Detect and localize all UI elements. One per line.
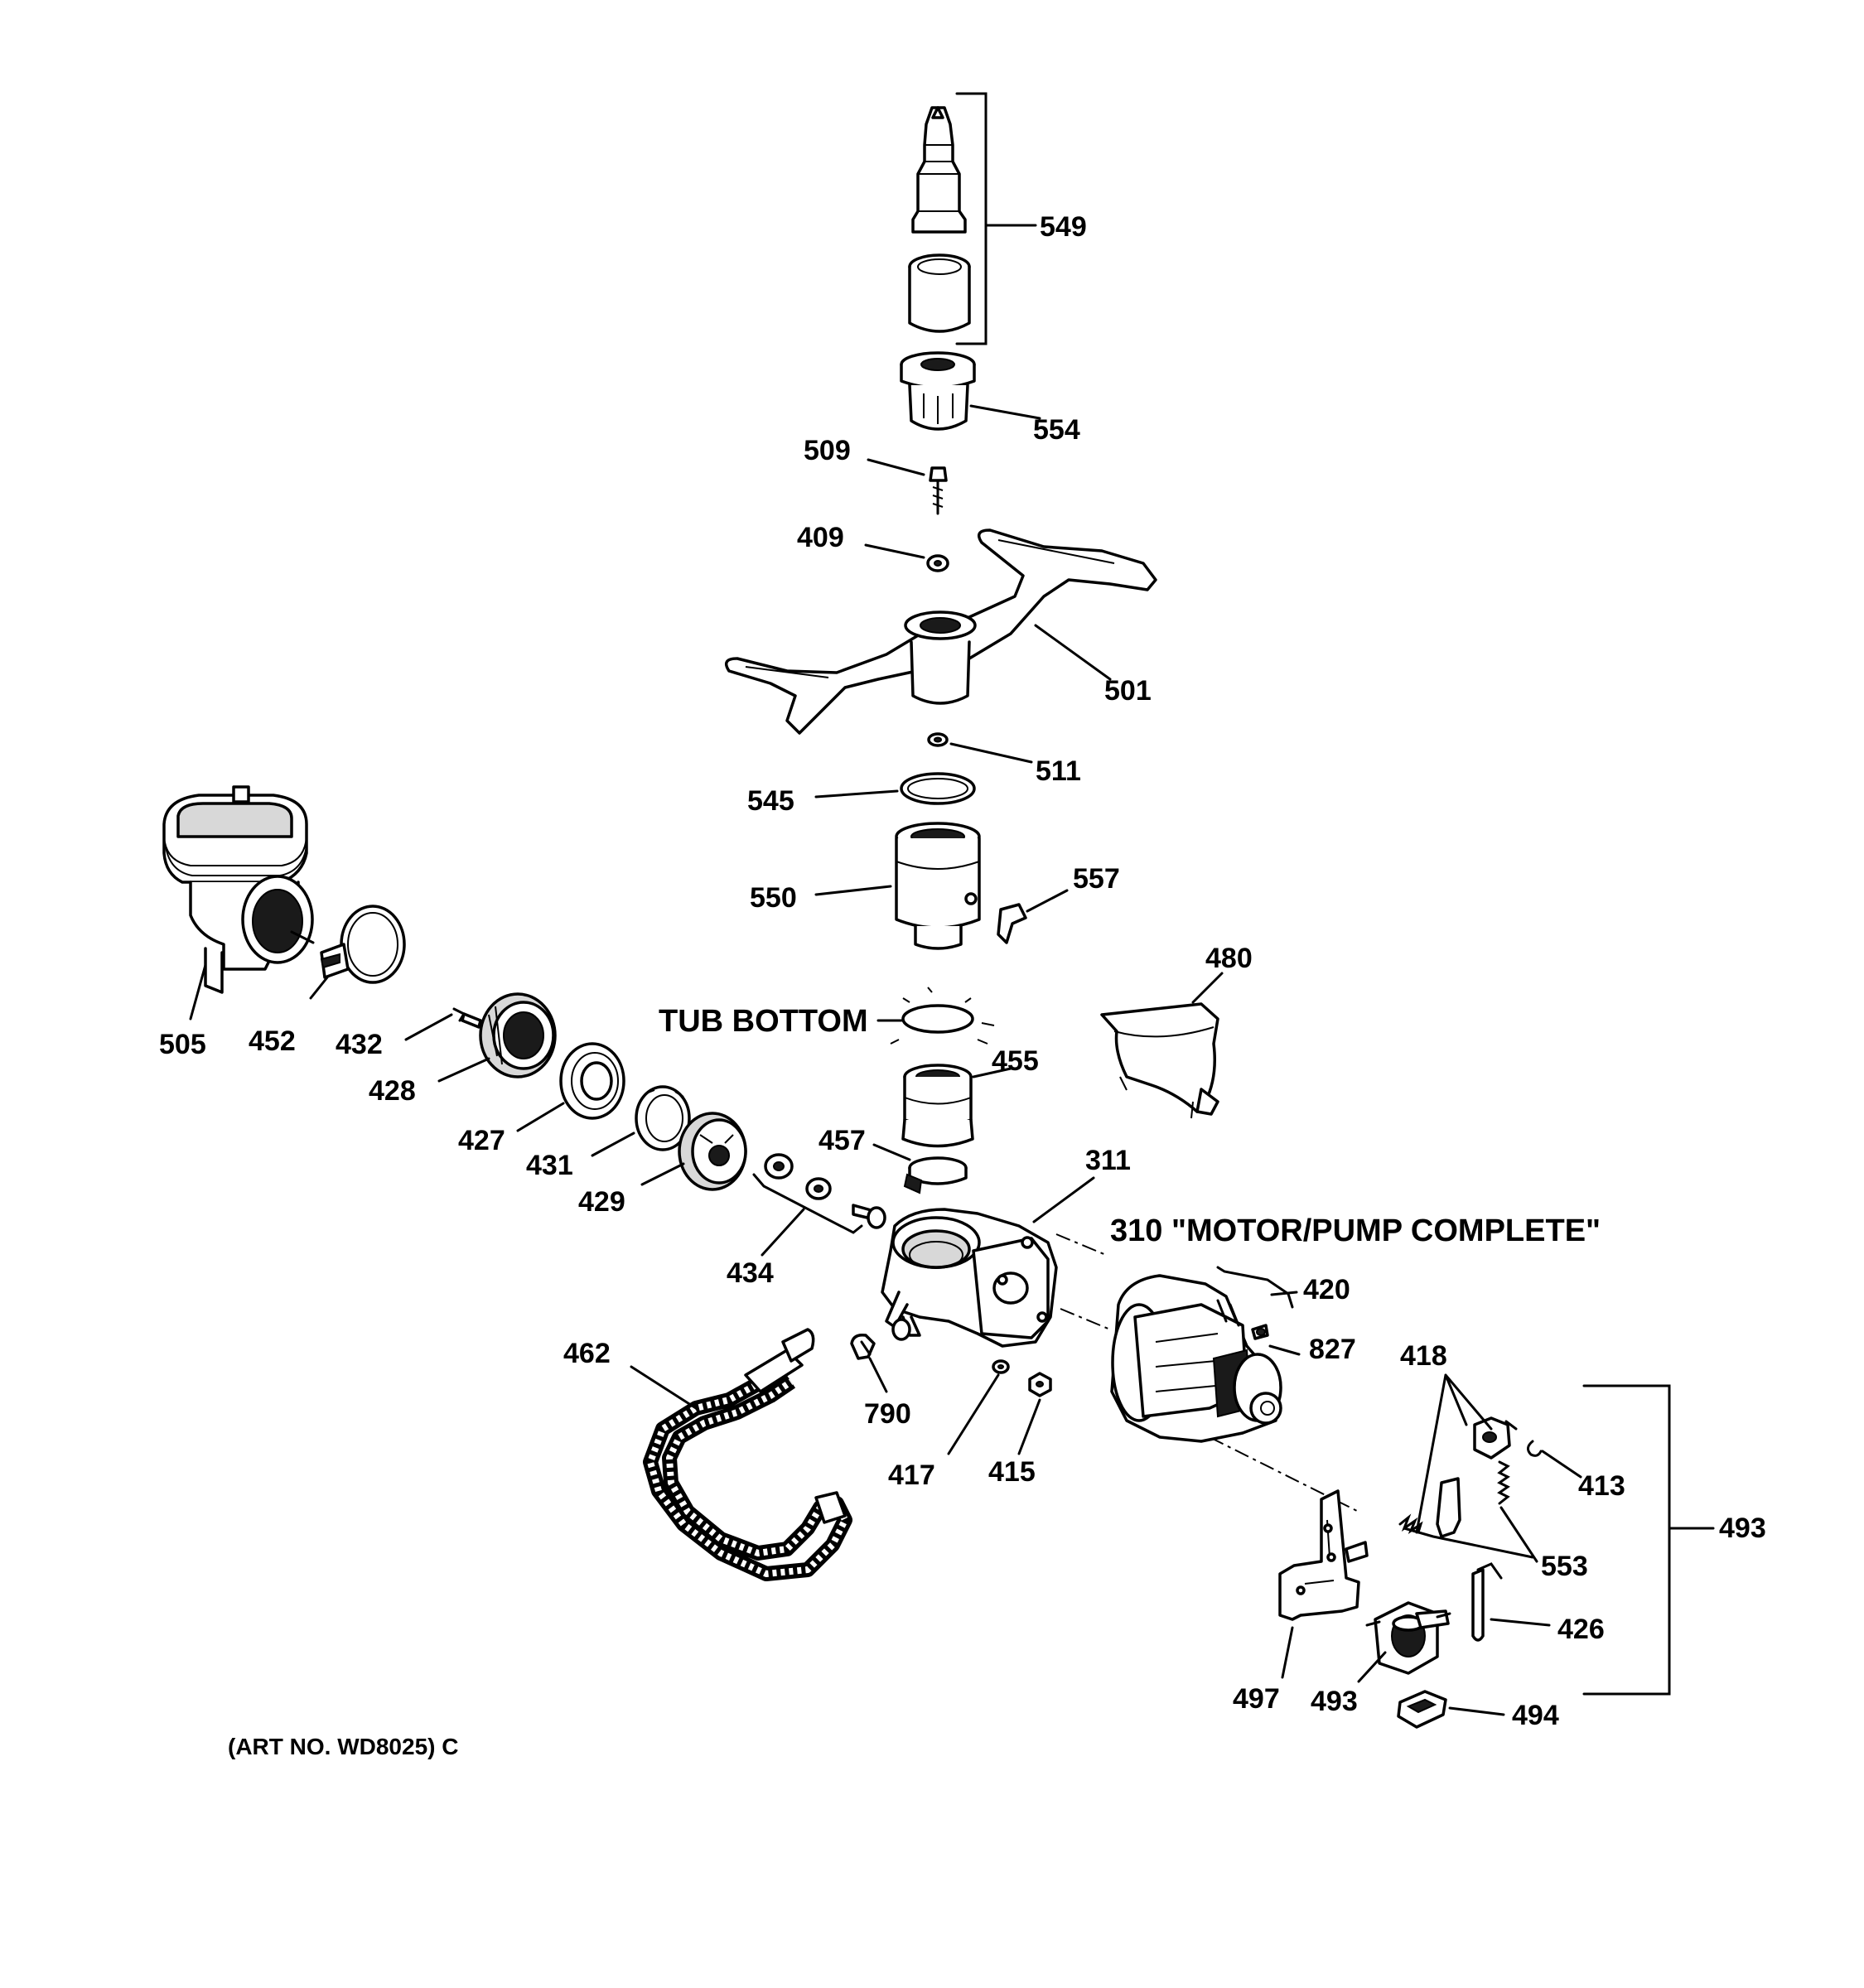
part-509-screw	[929, 466, 948, 515]
label-497: 497	[1233, 1683, 1280, 1715]
label-420: 420	[1303, 1274, 1350, 1305]
part-480-shroud	[1100, 1002, 1219, 1119]
part-432-screw	[452, 1007, 482, 1029]
part-494-cover	[1397, 1690, 1447, 1729]
label-457: 457	[819, 1125, 866, 1156]
label-428: 428	[369, 1075, 416, 1107]
part-409-nut	[926, 554, 949, 572]
part-428-impeller	[479, 992, 557, 1078]
label-827: 827	[1309, 1334, 1356, 1365]
label-493-right: 493	[1719, 1513, 1766, 1544]
label-493: 493	[1311, 1686, 1358, 1717]
label-480: 480	[1205, 943, 1253, 974]
bracket-549	[955, 92, 988, 345]
label-455: 455	[992, 1045, 1039, 1077]
part-429-cover	[678, 1112, 747, 1191]
part-452-clamp	[320, 905, 406, 984]
part-418-group	[1436, 1416, 1518, 1538]
part-462-hose	[643, 1328, 852, 1581]
label-509: 509	[804, 435, 851, 466]
bracket-493	[1582, 1384, 1671, 1696]
tub-bottom-ring	[890, 987, 995, 1045]
part-554-hub	[900, 351, 976, 431]
part-511-washer	[927, 732, 949, 747]
part-457-clamp	[903, 1156, 968, 1194]
label-553: 553	[1541, 1551, 1588, 1582]
part-427-disc	[559, 1042, 625, 1120]
label-494: 494	[1512, 1700, 1559, 1731]
part-413-clip	[1527, 1440, 1543, 1457]
label-501: 501	[1104, 675, 1152, 707]
part-434-bushings	[764, 1153, 886, 1229]
label-417: 417	[888, 1460, 935, 1491]
label-511: 511	[1036, 755, 1081, 787]
part-455-bellows	[901, 1064, 974, 1148]
axis-line-upper	[1055, 1233, 1107, 1256]
part-553-springs	[1398, 1460, 1510, 1534]
label-426: 426	[1557, 1614, 1605, 1645]
label-429: 429	[578, 1186, 625, 1218]
part-557-clip	[997, 903, 1027, 944]
label-431: 431	[526, 1150, 573, 1181]
label-432: 432	[336, 1029, 383, 1060]
part-426-pin	[1471, 1562, 1503, 1642]
label-549: 549	[1040, 211, 1087, 243]
part-417-washer	[992, 1359, 1010, 1374]
label-418: 418	[1400, 1340, 1447, 1372]
part-550-housing	[895, 822, 981, 950]
part-497-bracket	[1278, 1489, 1369, 1621]
label-409: 409	[797, 522, 844, 553]
label-tub-bottom: TUB BOTTOM	[659, 1004, 868, 1039]
label-311: 311	[1085, 1145, 1131, 1176]
part-545-ring	[900, 772, 976, 805]
label-452: 452	[249, 1025, 296, 1057]
part-790-clip	[850, 1333, 876, 1360]
label-545: 545	[747, 785, 794, 817]
leader-418	[1415, 1373, 1493, 1534]
label-motor-pump: 310 "MOTOR/PUMP COMPLETE"	[1110, 1214, 1601, 1248]
part-310-motor	[1110, 1274, 1282, 1443]
part-549-nozzle	[908, 106, 971, 333]
label-505: 505	[159, 1029, 206, 1060]
label-462: 462	[563, 1338, 611, 1369]
label-550: 550	[750, 882, 797, 914]
label-415: 415	[988, 1456, 1036, 1488]
label-art-no: (ART NO. WD8025) C	[228, 1734, 458, 1759]
label-427: 427	[458, 1125, 505, 1156]
part-431-ring	[635, 1085, 691, 1151]
label-413: 413	[1578, 1470, 1625, 1502]
part-827-screw	[1251, 1324, 1269, 1340]
label-554: 554	[1033, 414, 1080, 446]
label-434: 434	[727, 1257, 774, 1289]
part-415-nut	[1028, 1372, 1052, 1397]
part-420-wire	[1216, 1266, 1294, 1309]
label-790: 790	[864, 1398, 911, 1430]
part-505-sump	[162, 785, 314, 994]
part-493-solenoid	[1365, 1601, 1451, 1675]
part-501-spray-arm	[724, 528, 1157, 735]
part-311-pump-housing	[881, 1208, 1058, 1348]
label-557: 557	[1073, 863, 1120, 895]
